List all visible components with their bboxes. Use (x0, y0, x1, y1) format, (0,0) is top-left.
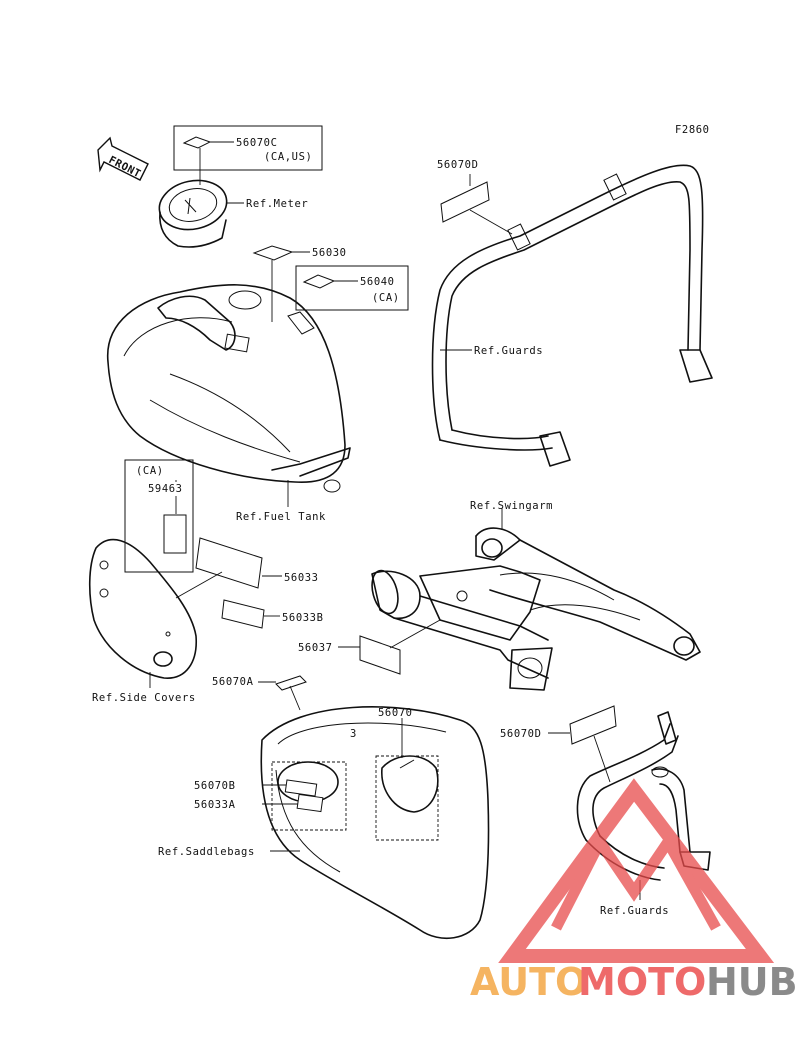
saddlebag-part: 3 56070 56070B 56033A Ref.Saddlebags (158, 706, 490, 939)
label-59463: 59463 (148, 483, 183, 495)
callout-56070D-top: 56070D (437, 159, 513, 235)
front-arrow-icon: FRONT (97, 136, 149, 181)
callout-56030: 56030 (252, 245, 347, 322)
decal-56033 (195, 537, 263, 589)
label-56070C: 56070C (236, 137, 278, 149)
decal-56037 (359, 635, 401, 675)
meter-part: Ref.Meter (158, 179, 308, 248)
figure-code: F2860 (675, 124, 710, 136)
label-ref-meter: Ref.Meter (246, 198, 308, 210)
label-56070: 56070 (378, 707, 413, 719)
label-56070A: 56070A (212, 676, 254, 688)
callout-56037: 56037 (298, 619, 441, 675)
label-56033A: 56033A (194, 799, 236, 811)
label-ref-guards-bottom: Ref.Guards (600, 905, 669, 917)
decal-56070B (284, 779, 318, 797)
label-56070D-top: 56070D (437, 159, 479, 171)
decal-56040-on-tank (287, 311, 315, 335)
decal-56033A (296, 793, 324, 813)
label-ref-saddlebags: Ref.Saddlebags (158, 846, 255, 858)
saddlebag-mark: 3 (350, 728, 357, 740)
label-ca-59463: (CA) (136, 465, 164, 477)
watermark-text-moto: MOTO (578, 960, 706, 1004)
callout-56033B: 56033B (221, 599, 324, 629)
label-ref-swingarm: Ref.Swingarm (470, 500, 553, 512)
label-ca-56040: (CA) (372, 292, 400, 304)
callout-56070D-bottom: 56070D (500, 705, 617, 783)
label-ref-fuel-tank: Ref.Fuel Tank (236, 511, 326, 523)
label-56033B: 56033B (282, 612, 324, 624)
decal-56033B (221, 599, 265, 629)
callout-56033: 56033 (175, 537, 319, 599)
label-56040: 56040 (360, 276, 395, 288)
decal-56040 (302, 274, 336, 289)
watermark-wordmark: AUTO MOTO HUB (470, 960, 798, 1004)
decal-56070D-top (440, 181, 490, 223)
label-56070B: 56070B (194, 780, 236, 792)
watermark-logo (498, 778, 775, 963)
fuel-tank-part: Ref.Fuel Tank (107, 284, 351, 523)
guard-part-top: Ref.Guards (431, 164, 713, 467)
decal-56030 (252, 245, 294, 261)
label-56037: 56037 (298, 642, 333, 654)
watermark-m-mark (551, 831, 721, 931)
watermark-triangle (498, 778, 775, 963)
label-ref-side-covers: Ref.Side Covers (92, 692, 196, 704)
swingarm-part: Ref.Swingarm (371, 500, 701, 691)
decal-59463 (163, 514, 187, 554)
decal-56070D-bottom (569, 705, 617, 745)
decal-56070C (182, 136, 212, 149)
watermark-text-hub: HUB (706, 960, 798, 1004)
label-56033: 56033 (284, 572, 319, 584)
callout-56070A: 56070A (212, 675, 307, 711)
callout-56040: 56040 (CA) (287, 265, 409, 335)
side-cover-part: Ref.Side Covers (88, 538, 197, 704)
watermark-text-auto: AUTO (470, 960, 587, 1004)
label-ca-us: (CA,US) (264, 151, 312, 163)
callout-56070C: 56070C (CA,US) (173, 125, 323, 185)
decal-56070A (275, 675, 307, 691)
label-56070D-bottom: 56070D (500, 728, 542, 740)
label-ref-guards-top: Ref.Guards (474, 345, 543, 357)
callout-59463: (CA) 59463 (124, 459, 194, 573)
label-56030: 56030 (312, 247, 347, 259)
